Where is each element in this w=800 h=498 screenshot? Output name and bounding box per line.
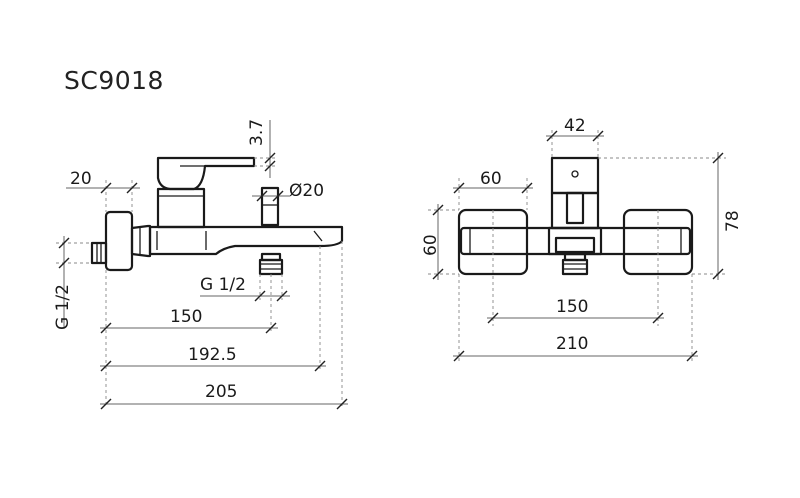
model-title: SC9018	[64, 66, 164, 95]
wall-flange	[104, 210, 134, 272]
dimension-tick	[272, 190, 284, 202]
dim-outlet-thread: G 1/2	[200, 275, 246, 295]
dimension-tick	[265, 322, 277, 334]
dim-total-length: 205	[205, 382, 237, 402]
dimension-tick	[546, 130, 558, 142]
dim-total-height: 78	[723, 210, 743, 232]
side-view: 3.7 20 Ø20 G 1/2 G	[53, 119, 348, 410]
dimension-tick	[487, 312, 499, 324]
dimension-tick	[100, 398, 112, 410]
dim-flange-height: 60	[421, 234, 441, 256]
dimension-tick	[314, 360, 326, 372]
front-view: 42 60 60 78	[421, 116, 743, 364]
dim-to-spout-end: 192.5	[188, 345, 237, 365]
dimension-tick	[100, 360, 112, 372]
dim-spout-diameter: Ø20	[289, 181, 324, 201]
diverter-knob	[260, 186, 280, 227]
indicator-dot	[571, 170, 579, 178]
dimension-tick	[453, 182, 465, 194]
front-outlet-thread	[561, 258, 589, 276]
outlet-thread	[258, 258, 284, 276]
dimension-tick	[58, 257, 70, 269]
dimension-tick	[686, 350, 698, 362]
dimension-tick	[256, 190, 268, 202]
spout-body	[148, 225, 344, 256]
eccentric-connector	[130, 224, 152, 258]
body-edge	[313, 230, 323, 242]
dimension-tick	[712, 152, 724, 164]
dimension-tick	[126, 182, 138, 194]
dim-centre-distance: 150	[556, 297, 588, 317]
dim-total-width: 210	[556, 334, 588, 354]
front-lever-stem	[565, 191, 585, 225]
dimension-tick	[276, 290, 288, 302]
dim-to-outlet: 150	[170, 307, 202, 327]
dim-inlet-thread: G 1/2	[53, 284, 73, 330]
dimension-tick	[264, 160, 276, 172]
dim-body-width: 42	[564, 116, 586, 136]
dimension-tick	[254, 290, 266, 302]
dimension-tick	[521, 182, 533, 194]
dimension-tick	[652, 312, 664, 324]
lever-handle	[156, 156, 256, 191]
front-cartridge-cap	[550, 156, 600, 195]
dimension-tick	[592, 130, 604, 142]
dimension-tick	[336, 398, 348, 410]
dimension-tick	[264, 152, 276, 164]
dim-flange-width: 60	[480, 169, 502, 189]
dimension-tick	[58, 237, 70, 249]
dim-handle-offset: 3.7	[247, 119, 267, 146]
dimension-tick	[453, 350, 465, 362]
dimension-tick	[432, 268, 444, 280]
cartridge-body	[156, 187, 206, 229]
inlet-thread	[90, 241, 108, 265]
dimension-tick	[432, 204, 444, 216]
dimension-tick	[100, 322, 112, 334]
dimension-tick	[712, 268, 724, 280]
dimension-tick	[100, 182, 112, 194]
connector-ring	[554, 236, 596, 254]
dim-inlet-depth: 20	[70, 169, 92, 189]
body-bar	[459, 226, 692, 256]
